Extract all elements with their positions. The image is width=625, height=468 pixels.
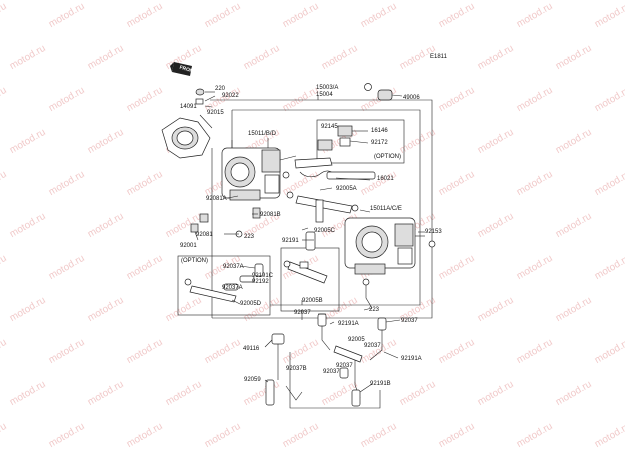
front-arrow-icon: [170, 62, 192, 76]
callout-223-left: 223: [244, 234, 255, 240]
option-box-left: [177, 255, 271, 316]
callout-92037A-2: 92037A: [222, 285, 243, 291]
reference-code: E1811: [430, 54, 447, 60]
callout-92059: 92059: [244, 377, 261, 383]
callout-92191C: 92191C: [252, 273, 274, 279]
leader-lines: [227, 96, 425, 393]
callout-220: 220: [215, 86, 226, 92]
callout-92192: 92192: [252, 279, 269, 285]
callout-16021: 16021: [377, 176, 394, 182]
option-left-parts: [184, 263, 264, 303]
callout-49006: 49006: [403, 95, 420, 101]
option-box-top: [316, 119, 405, 164]
callout-option-left: (OPTION): [181, 258, 208, 264]
callout-92037-mid: 92037: [364, 343, 381, 349]
throttle-link: [282, 139, 376, 180]
callout-92191: 92191: [282, 238, 299, 244]
callout-15004: 15004: [316, 92, 333, 98]
callout-92191B: 92191B: [370, 381, 391, 387]
callout-92001: 92001: [180, 243, 197, 249]
callout-92191A-2: 92191A: [401, 356, 422, 362]
callout-92022: 92022: [222, 93, 239, 99]
callout-92037-low1: 92037: [336, 363, 353, 369]
callout-92081: 92081: [196, 232, 213, 238]
callout-92037A-1: 92037A: [223, 264, 244, 270]
callout-92037-right: 92037: [401, 318, 418, 324]
callout-92145: 92145: [321, 124, 338, 130]
fitting-16146: [337, 125, 369, 147]
callout-15011-B-D: 15011/B/D: [248, 131, 276, 137]
callout-14091: 14091: [180, 104, 197, 110]
callout-92191A-1: 92191A: [338, 321, 359, 327]
callout-223-right: 223: [369, 307, 380, 313]
callout-92037B: 92037B: [286, 366, 307, 372]
carburetor-right: [344, 217, 425, 275]
connecting-shaft: [286, 191, 359, 251]
option-middle-parts: [283, 260, 328, 284]
callout-92015: 92015: [207, 110, 224, 116]
callout-15011A-C-E: 15011A/C/E: [370, 206, 402, 212]
callout-15003-A: 15003/A: [316, 85, 339, 91]
callout-92005D: 92005D: [240, 301, 262, 307]
callout-option-top: (OPTION): [374, 154, 401, 160]
vent-hoses: [265, 313, 387, 407]
cap-49006: [377, 89, 393, 101]
callout-92037-low2: 92037: [323, 369, 340, 375]
callout-92005A: 92005A: [336, 186, 357, 192]
callout-92005: 92005: [348, 337, 365, 343]
callout-92005C: 92005C: [314, 228, 336, 234]
callout-16146: 16146: [371, 128, 388, 134]
carburetor-left: [221, 147, 297, 201]
callout-92081B: 92081B: [260, 212, 281, 218]
callout-92037-top: 92037: [294, 310, 311, 316]
callout-92172: 92172: [371, 140, 388, 146]
callout-92081A: 92081A: [206, 196, 227, 202]
intake-holder: [161, 117, 211, 159]
callout-92153: 92153: [425, 229, 442, 235]
callout-49116: 49116: [243, 346, 260, 352]
callout-92005B: 92005B: [302, 298, 323, 304]
